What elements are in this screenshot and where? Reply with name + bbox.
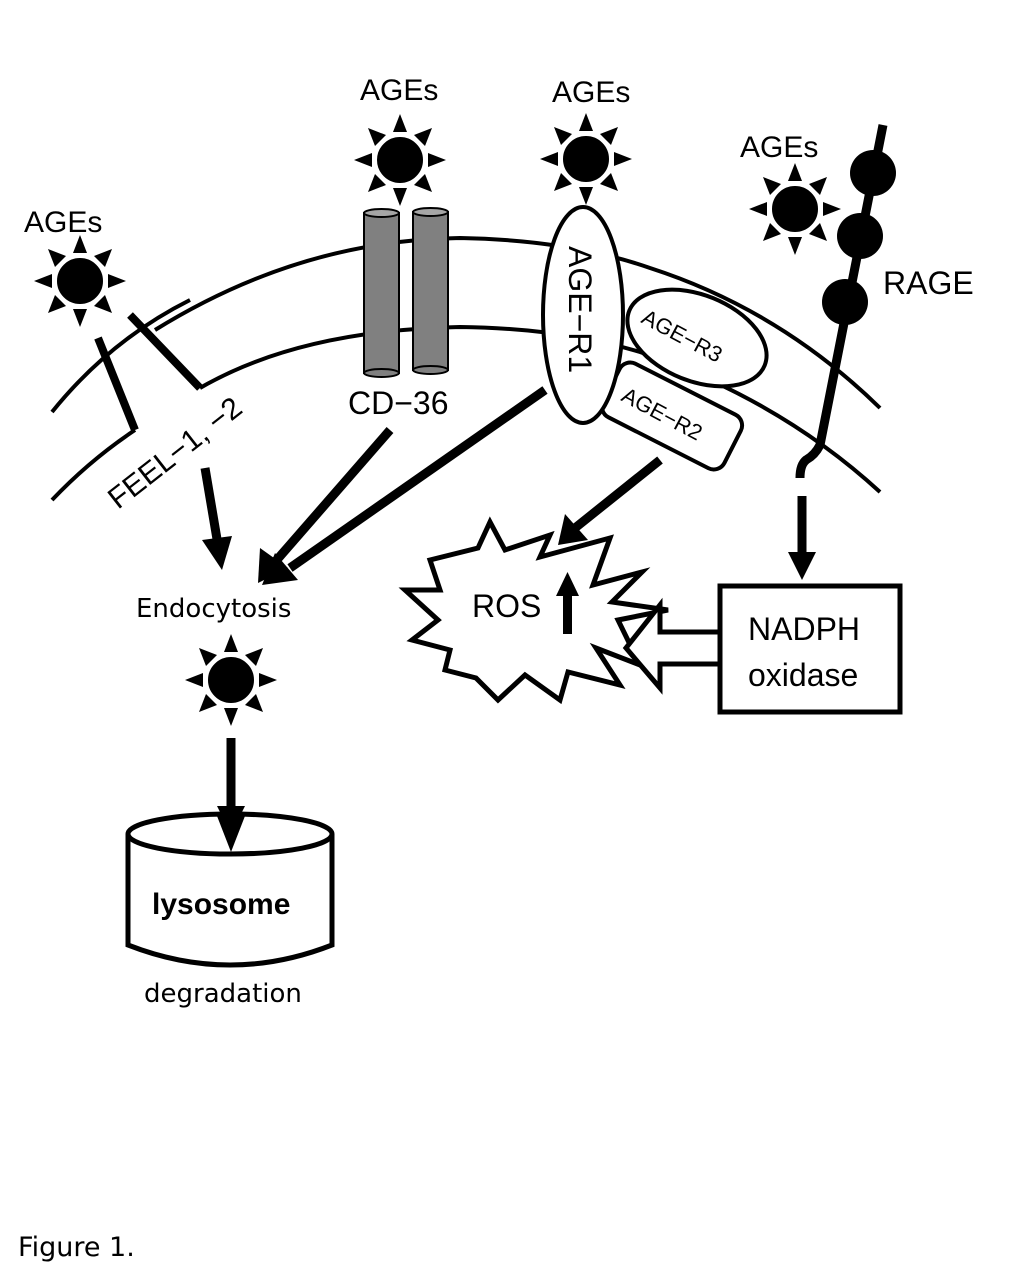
figure-caption: Figure 1. xyxy=(18,1232,135,1263)
degradation-label: degradation xyxy=(144,979,302,1009)
ages-ligand-2: AGEs xyxy=(353,74,447,207)
arrow-feel-endocytosis xyxy=(200,467,223,546)
rage-label: RAGE xyxy=(883,265,974,301)
ages-star-icon xyxy=(184,633,278,727)
arrow-nadph-ros xyxy=(622,597,723,695)
membrane-outer-left xyxy=(50,298,191,414)
lysosome: lysosome xyxy=(125,811,335,968)
ages-star-icon xyxy=(748,162,842,256)
ros-label: ROS xyxy=(472,588,541,624)
lysosome-label: lysosome xyxy=(152,888,290,921)
membrane-inner-left xyxy=(50,428,137,502)
arrow-ager1-endocytosis xyxy=(287,386,548,572)
oxidase-label: oxidase xyxy=(748,657,858,693)
ages-ligand-4: AGEs xyxy=(740,131,842,256)
cd36-cylinder-2 xyxy=(412,211,449,371)
age-r1-label: AGE−R1 xyxy=(562,246,598,373)
age-r3-receptor: AGE−R3 xyxy=(625,287,769,389)
nadph-oxidase: NADPH oxidase xyxy=(717,583,903,715)
ages-label: AGEs xyxy=(740,131,818,164)
feel-arm-right xyxy=(127,312,203,391)
ages-ligand-1: AGEs xyxy=(24,206,127,328)
rage-stalk xyxy=(795,124,888,479)
arrow-into-lysosome xyxy=(217,816,245,852)
feel-arm-left xyxy=(94,336,139,432)
membrane-outer xyxy=(153,235,882,410)
endocytosis-label: Endocytosis xyxy=(136,594,291,624)
cd36-cylinder-1 xyxy=(363,212,400,374)
ages-star-icon xyxy=(353,113,447,207)
cd36-label: CD−36 xyxy=(348,385,449,421)
up-arrow-icon xyxy=(563,590,572,634)
ages-label: AGEs xyxy=(360,74,438,107)
ages-internalized xyxy=(184,633,278,727)
ages-star-icon xyxy=(539,112,633,206)
ages-label: AGEs xyxy=(552,76,630,109)
ages-ligand-3: AGEs xyxy=(539,76,633,206)
membrane-inner xyxy=(198,324,882,494)
ages-star-icon xyxy=(33,234,127,328)
arrow-ager2-ros xyxy=(572,456,663,532)
age-r1-receptor: AGE−R1 xyxy=(541,205,625,425)
cd36-receptor: CD−36 xyxy=(348,207,449,421)
rage-receptor: RAGE xyxy=(795,124,974,479)
ages-label: AGEs xyxy=(24,206,102,239)
nadph-label: NADPH xyxy=(748,611,860,647)
ros-burst: ROS xyxy=(398,516,669,705)
arrow-cd36-endocytosis xyxy=(271,427,394,565)
